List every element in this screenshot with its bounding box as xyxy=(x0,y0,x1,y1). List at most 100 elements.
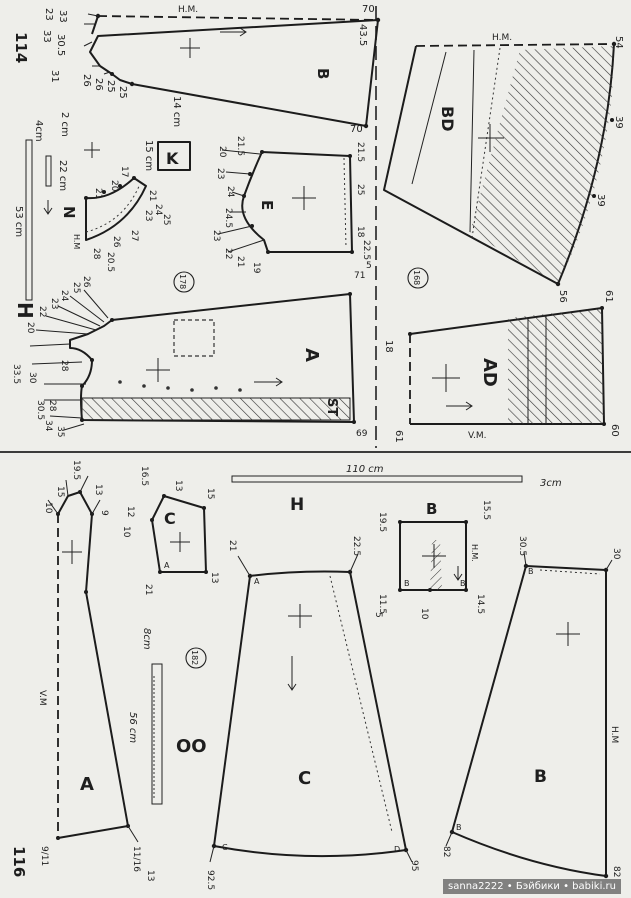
piece-b-top-mark: 25 xyxy=(117,86,128,99)
piece-ad-mark: 61 xyxy=(603,290,614,303)
piece-b-top-mark: 25 xyxy=(105,80,116,93)
piece-bd-mark: 39 xyxy=(595,194,606,207)
piece-n-fold: H.M xyxy=(72,234,81,249)
piece-a-top-mark: 35 xyxy=(55,426,65,437)
piece-c-small-mark: 21 xyxy=(143,584,153,595)
scale-bars: 53 cm 22 cm 2 cm 4cm xyxy=(13,112,70,301)
piece-a-top-mark: 30 xyxy=(27,372,37,384)
piece-ad-letter: AD xyxy=(479,358,500,387)
piece-b-small-mark: B xyxy=(460,579,466,588)
trim-bar-long: 56 cm xyxy=(127,712,138,743)
piece-e-mark: 21 xyxy=(235,256,245,267)
piece-c-big-mark: 22.5 xyxy=(351,536,361,556)
piece-b-big-letter: B xyxy=(534,767,547,787)
piece-c-small-mark: 12 xyxy=(125,506,135,517)
piece-b-small-mark: 10 xyxy=(419,608,429,620)
piece-b-top-fold: H.M. xyxy=(178,5,198,15)
piece-a-top-mark: 23 xyxy=(49,298,59,309)
piece-n-mark: 20 xyxy=(109,180,119,192)
piece-b-top-mark: 26 xyxy=(93,78,104,91)
piece-a-bottom: A V.M 10 15 13 9 19.5 9/11 11/16 13 xyxy=(37,460,155,881)
piece-k-height: 14 cm xyxy=(171,96,182,127)
piece-b-top-mark: 30.5 xyxy=(55,34,66,56)
trim-bar-short: 8cm xyxy=(141,628,152,650)
piece-c-big-mark: C xyxy=(222,843,228,852)
piece-bd: H.M. BD 54 39 39 56 xyxy=(383,33,624,303)
piece-e-mark: 21.5 xyxy=(235,136,245,156)
piece-b-top-mark: 43.5 xyxy=(357,24,368,46)
piece-a-top-mark: 22 xyxy=(37,306,47,317)
piece-b-small-mark: 19.5 xyxy=(377,512,387,532)
piece-b-small-fold: H.M. xyxy=(470,544,479,562)
piece-n-mark: 25 xyxy=(161,214,171,225)
width-bar-label: 110 cm xyxy=(346,464,384,475)
piece-a-bottom-mark: 13 xyxy=(145,870,155,881)
piece-n-mark: 24 xyxy=(153,204,163,216)
piece-b-small-mark: 11.5 xyxy=(377,594,387,614)
scale-bar-mid: 22 cm xyxy=(57,160,68,191)
piece-a-top-mark: 33.5 xyxy=(11,364,21,384)
piece-a-top-mark: 24 xyxy=(59,290,69,302)
piece-b-big-mark: 30.5 xyxy=(517,536,527,556)
piece-n-mark: 21 xyxy=(93,188,103,199)
piece-c-big-mark: 92.5 xyxy=(205,870,215,890)
piece-n-mark: 27 xyxy=(129,230,139,241)
piece-e-mark: 21.5 xyxy=(355,142,365,162)
piece-c-small-mark: 10 xyxy=(121,526,131,538)
piece-n-mark: 20.5 xyxy=(105,252,115,272)
piece-b-top-mark: 33 xyxy=(57,10,68,23)
piece-c-big-mark: 21 xyxy=(227,540,237,551)
bottom-header-letter: H xyxy=(290,495,304,515)
circle-label-168: 168 xyxy=(412,270,421,285)
piece-b-big-mark: B xyxy=(528,567,534,576)
piece-ad-mark: 61 xyxy=(393,430,404,443)
piece-b-big-fold: H.M xyxy=(609,726,619,743)
scale-bar-short: 2 cm xyxy=(59,112,70,137)
piece-b-top-mark: 33 xyxy=(41,30,52,43)
piece-c-big-mark: 95 xyxy=(409,860,419,871)
piece-c-big-mark: A xyxy=(254,577,260,586)
piece-a-top-mark: 28 xyxy=(59,360,69,372)
piece-a-bottom-mark: 9/11 xyxy=(39,846,49,866)
piece-b-small-mark: 14.5 xyxy=(475,594,485,614)
piece-n-mark: 23 xyxy=(143,210,153,221)
scale-bar-tiny: 4cm xyxy=(33,120,44,142)
piece-c-small-mark: A xyxy=(164,561,170,570)
piece-c-big: C 21 22.5 92.5 95 A C D xyxy=(205,536,419,890)
page-number-top: 114 xyxy=(12,32,30,63)
piece-n-letter: N xyxy=(60,206,78,219)
page-number-bottom: 116 xyxy=(10,846,28,877)
piece-e-mark: 24.5 xyxy=(223,208,233,228)
piece-e-mark: 19 xyxy=(251,262,261,274)
piece-a-bottom-mark: 9 xyxy=(99,510,109,516)
piece-e-mark: 24 xyxy=(225,186,235,198)
piece-a-bottom-mark: 10 xyxy=(43,502,53,514)
piece-b-top-mark: 70 xyxy=(362,4,375,15)
piece-a-top-mark: 26 xyxy=(81,276,91,288)
piece-bd-letter: BD xyxy=(438,106,457,131)
piece-b-big-mark: 82 xyxy=(611,866,621,877)
piece-a-top-mark: 69 xyxy=(356,429,368,439)
piece-c-small-mark: 16.5 xyxy=(139,466,149,486)
piece-b-top-mark: 23 xyxy=(43,8,54,21)
piece-a-top: A ST 26 25 24 23 22 20 33.5 30 28 30.5 2… xyxy=(11,261,372,439)
piece-bd-mark: 39 xyxy=(613,116,624,129)
piece-a-top-stitch: ST xyxy=(324,398,339,416)
piece-k-width: 15 cm xyxy=(143,140,154,171)
piece-e-mark: 22 xyxy=(223,248,233,259)
piece-b-small-mark: 5 xyxy=(373,612,383,618)
piece-c-big-letter: C xyxy=(298,768,311,789)
piece-e-letter: E xyxy=(258,200,276,210)
piece-a-top-mark: 20 xyxy=(25,322,35,334)
width-bar xyxy=(231,475,523,483)
piece-b-top-mark: 70 xyxy=(350,124,363,135)
piece-ad-mark: 60 xyxy=(609,424,620,437)
piece-e-mark: 20 xyxy=(217,146,227,158)
piece-a-top-mark: 28 xyxy=(47,400,57,412)
piece-e: E 20 21.5 23 24 24.5 23 22 21 19 18 21.5… xyxy=(211,136,371,274)
piece-n-mark: 28 xyxy=(91,248,101,260)
piece-b-small-mark: B xyxy=(404,579,410,588)
piece-a-bottom-mark: 19.5 xyxy=(71,460,81,480)
piece-bd-mark: 54 xyxy=(613,36,624,49)
